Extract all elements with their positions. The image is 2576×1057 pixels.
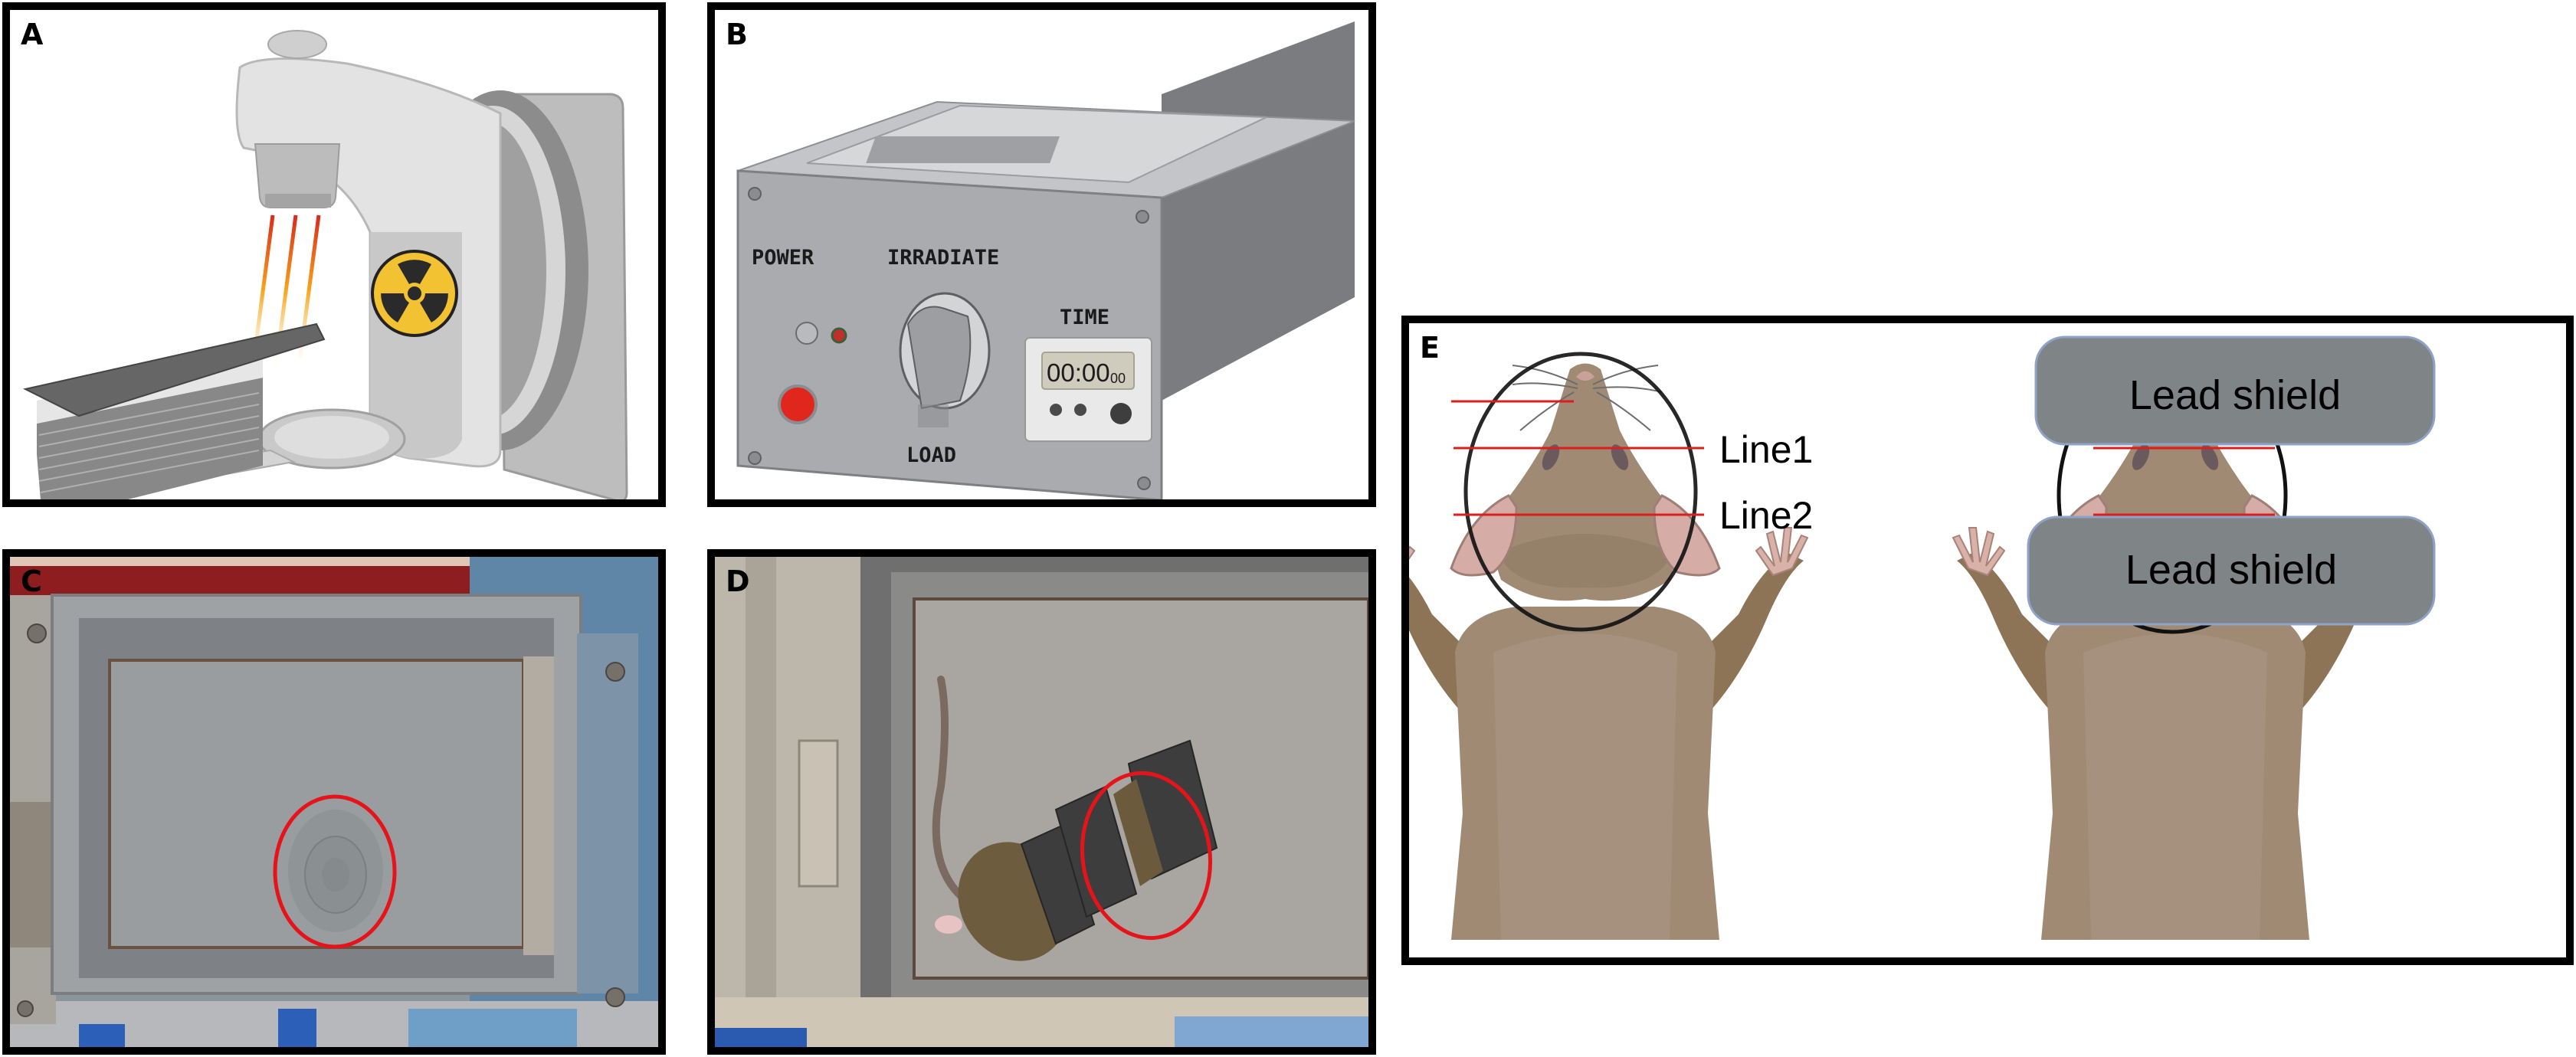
panel-d: D [707,549,1376,1055]
panel-e: E [1401,316,2574,965]
mouse-shielded: Lead shield Lead shield [1952,335,2436,941]
lead-shield-bottom-label: Lead shield [2125,547,2337,593]
panel-label-c: C [21,564,42,598]
linac-illustration [23,30,628,499]
panel-b: B POWER IRRADIATE LOAD TIME [707,2,1376,507]
irradiator-box-illustration: POWER IRRADIATE LOAD TIME 00:00 00 [736,21,1355,499]
lead-shield-top-label: Lead shield [2129,372,2341,418]
irradiation-field-circle [1463,352,1698,632]
timer-display-sub: 00 [1110,371,1126,386]
digital-timer: 00:00 00 [1024,337,1152,442]
panel-label-b: B [726,18,748,51]
target-area-highlight [273,794,397,949]
timer-button-min[interactable] [1050,404,1062,416]
shielding-schematic: Line1 Line2 Lead shield Lead shield [1409,335,2436,941]
timer-start-stop-button[interactable] [1110,403,1132,424]
time-label: TIME [1060,306,1109,329]
empty-chamber-photo [10,557,658,1047]
panel-label-a: A [21,18,44,51]
timer-button-sec[interactable] [1074,404,1086,416]
line1-label: Line1 [1719,428,1813,471]
panel-c: C [2,549,666,1055]
radiation-hazard-icon [371,250,458,337]
power-label: POWER [752,246,814,270]
panel-label-d: D [726,564,750,598]
panel-label-e: E [1420,331,1440,365]
mouse-unshielded: Line1 Line2 [1409,352,1813,941]
irradiate-label: IRRADIATE [887,246,999,270]
load-label: LOAD [906,443,956,467]
status-led [831,327,847,344]
lead-shield-top: Lead shield [2034,335,2436,446]
exposed-region-highlight [1080,771,1213,941]
line2-label: Line2 [1719,494,1813,537]
timer-display-main: 00:00 [1047,358,1110,387]
lead-shield-bottom: Lead shield [2027,515,2436,626]
power-button[interactable] [778,385,818,424]
mouse-in-chamber-photo [715,557,1368,1047]
panel-a: A [2,2,666,507]
power-indicator-light [795,322,818,345]
irradiate-load-knob[interactable] [899,292,991,427]
